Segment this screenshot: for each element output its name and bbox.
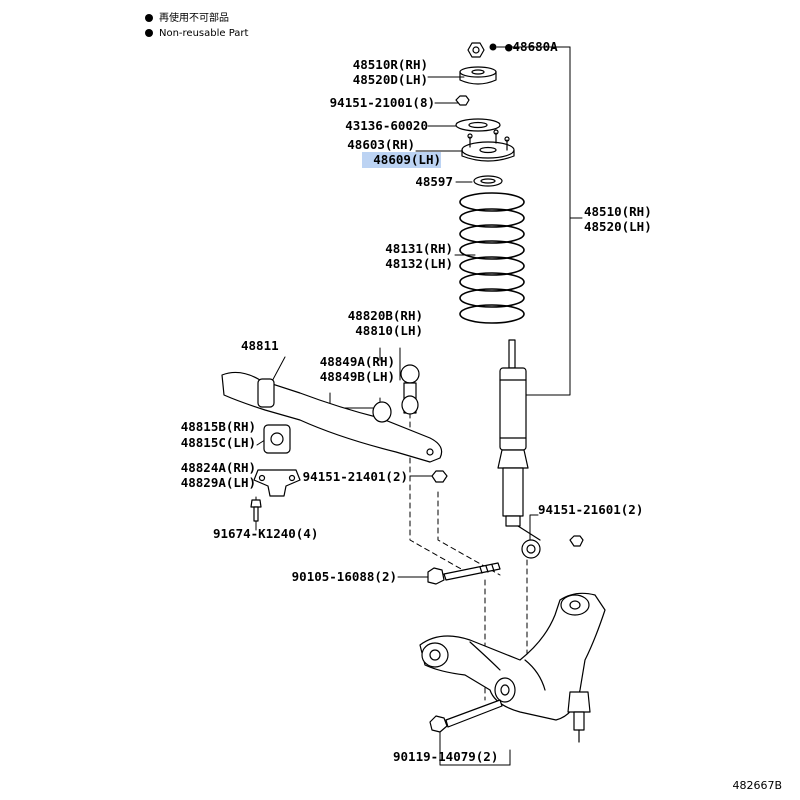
stabilizer-bar <box>221 371 443 463</box>
part-label-48811[interactable]: 48811 <box>241 338 279 353</box>
coil-spring <box>459 192 525 324</box>
stabilizer-link <box>372 364 420 423</box>
part-label-91674-K1240[interactable]: 91674-K1240(4) <box>213 526 319 541</box>
part-label-94151-21601[interactable]: 94151-21601(2) <box>538 502 644 517</box>
part-label-48824A[interactable]: 48824A(RH) <box>180 460 256 475</box>
part-label-48815C[interactable]: 48815C(LH) <box>180 435 256 450</box>
part-label-48603[interactable]: 48603(RH) <box>347 137 415 152</box>
part-label-48597[interactable]: 48597 <box>415 174 453 189</box>
part-label-48680A[interactable]: ●48680A <box>505 39 558 54</box>
part-label-48815B[interactable]: 48815B(RH) <box>180 419 256 434</box>
shock-absorber <box>497 339 541 559</box>
part-label-48810[interactable]: 48810(LH) <box>355 323 423 338</box>
upper-support <box>461 129 515 162</box>
part-label-90105-16088[interactable]: 90105-16088(2) <box>291 569 397 584</box>
bolt-90119 <box>429 699 503 733</box>
bullet-icon <box>145 14 153 22</box>
bushing-48815 <box>263 424 291 454</box>
part-label-48132[interactable]: 48132(LH) <box>385 256 453 271</box>
nut-48680A <box>467 42 485 58</box>
bracket-48824 <box>253 469 301 497</box>
part-label-48829A[interactable]: 48829A(LH) <box>180 475 256 490</box>
legend-non-reusable-en: Non-reusable Part <box>145 28 248 40</box>
part-label-48609-highlighted[interactable]: 48609(LH) <box>362 152 441 168</box>
part-label-48849A[interactable]: 48849A(RH) <box>319 354 395 369</box>
part-label-48520[interactable]: 48520(LH) <box>584 219 652 234</box>
bolt-90105 <box>427 562 501 585</box>
bolt-91674 <box>250 499 262 522</box>
bullet-icon <box>145 29 153 37</box>
part-label-48510R[interactable]: 48510R(RH) <box>352 57 428 72</box>
part-label-48849B[interactable]: 48849B(LH) <box>319 369 395 384</box>
part-label-43136-60020[interactable]: 43136-60020 <box>345 118 428 133</box>
legend-non-reusable-jp: 再使用不可部品 <box>145 13 229 25</box>
part-label-94151-21401[interactable]: 94151-21401(2) <box>302 469 408 484</box>
plate-43136 <box>455 118 501 132</box>
part-label-48520D[interactable]: 48520D(LH) <box>352 72 428 87</box>
support-cushion <box>459 66 497 85</box>
diagram-id: 482667B <box>732 779 782 792</box>
part-label-90119-14079[interactable]: 90119-14079(2) <box>393 749 499 764</box>
part-label-94151-21001[interactable]: 94151-21001(8) <box>329 95 435 110</box>
part-label-48820B[interactable]: 48820B(RH) <box>347 308 423 323</box>
part-label-48131[interactable]: 48131(RH) <box>385 241 453 256</box>
lower-arm <box>419 592 606 743</box>
part-label-48510[interactable]: 48510(RH) <box>584 204 652 219</box>
